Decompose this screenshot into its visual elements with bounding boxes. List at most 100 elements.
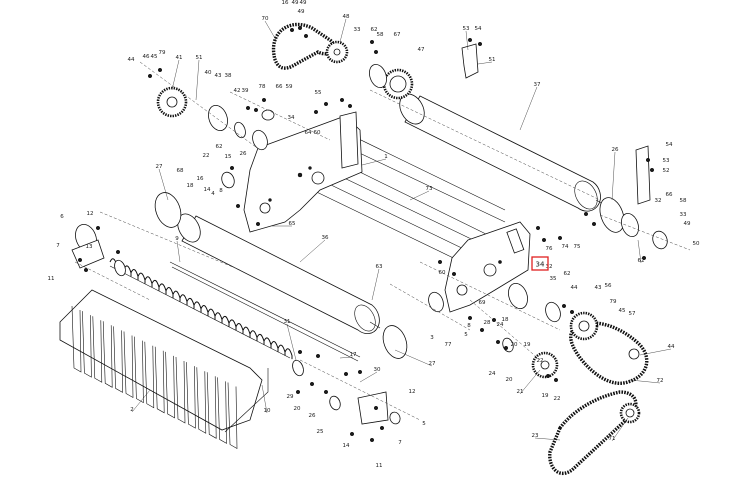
bolt <box>295 389 301 395</box>
assembly-lines <box>74 61 691 421</box>
leader-line <box>359 371 378 383</box>
part-label: 19 <box>542 393 549 399</box>
bolt <box>569 309 575 315</box>
part-label: 66 <box>276 84 283 90</box>
brackets <box>71 43 651 425</box>
part-label: 19 <box>524 342 531 348</box>
bolt <box>157 67 163 73</box>
part-label: 58 <box>377 32 384 38</box>
part-label: 78 <box>259 84 266 90</box>
highlight-callout: 34 <box>531 256 549 271</box>
part-label: 50 <box>693 241 700 247</box>
leader-line <box>629 379 661 384</box>
leader-line <box>639 348 672 356</box>
part-label: 58 <box>680 198 687 204</box>
bottom-chain-23 <box>548 390 638 476</box>
leader-line <box>195 59 200 101</box>
part-label: 49 <box>300 0 307 6</box>
bolts <box>77 25 655 443</box>
part-label: 44 <box>571 285 578 291</box>
part-label: 33 <box>354 27 361 33</box>
scraper-fin <box>92 316 103 383</box>
part-label: 45 <box>151 54 158 60</box>
scraper-fin <box>134 336 144 404</box>
part-label: 24 <box>489 371 496 377</box>
part-label: 24 <box>497 322 504 328</box>
part-label: 54 <box>475 26 482 32</box>
part-label: 21 <box>517 389 524 395</box>
part-label: 62 <box>216 144 223 150</box>
part-label: 22 <box>554 396 561 402</box>
bolt <box>649 167 655 173</box>
leader-line <box>371 268 380 301</box>
bolt <box>349 431 355 437</box>
right-side-plate <box>444 221 531 313</box>
part-label: 40 <box>205 70 212 76</box>
part-label: 18 <box>502 317 509 323</box>
bolt <box>535 225 541 231</box>
part-label: 62 <box>371 27 378 33</box>
bolt <box>553 377 559 383</box>
part-label: 22 <box>537 358 544 364</box>
leader-line <box>611 151 616 201</box>
bolt <box>495 339 501 345</box>
part-label: 49 <box>298 9 305 15</box>
part-label: 55 <box>315 90 322 96</box>
part-label: 5 <box>464 332 468 338</box>
part-label: 41 <box>176 55 183 61</box>
leader-line <box>299 239 326 263</box>
bolt <box>503 345 509 351</box>
part-label: 49 <box>292 0 299 6</box>
part-label: 29 <box>287 394 294 400</box>
part-label: 27 <box>156 164 163 170</box>
leader-line <box>339 18 347 43</box>
part-label: 18 <box>187 183 194 189</box>
scraper-fin <box>227 382 238 450</box>
part-label: 16 <box>282 0 289 6</box>
scraper-fin <box>165 351 175 419</box>
bolt <box>545 373 551 379</box>
bolt <box>309 381 315 387</box>
bolt <box>297 25 303 31</box>
flange-discs <box>75 63 668 425</box>
part-label: 38 <box>225 73 232 79</box>
bolt <box>479 327 485 333</box>
leader-line <box>519 86 538 131</box>
highlight-label: 34 <box>536 261 545 269</box>
part-label: 79 <box>610 299 617 305</box>
leader-line <box>409 190 430 201</box>
part-label: 14 <box>204 187 211 193</box>
part-label: 44 <box>128 57 135 63</box>
bolt <box>83 267 89 273</box>
part-label: 12 <box>409 389 416 395</box>
bolt <box>297 349 303 355</box>
bolt <box>245 105 251 111</box>
scraper-fin <box>186 362 196 429</box>
leader-line <box>286 323 297 361</box>
part-label: 7 <box>398 440 402 446</box>
bolt <box>323 389 329 395</box>
bolt <box>255 221 261 227</box>
spiral-bar-9 <box>109 258 293 360</box>
part-label: 62 <box>564 271 571 277</box>
part-label: 20 <box>511 342 518 348</box>
part-label: 42 <box>234 88 241 94</box>
part-label: 68 <box>177 168 184 174</box>
bolt <box>541 237 547 243</box>
bolt <box>437 259 443 265</box>
part-label: 35 <box>550 276 557 282</box>
bolt <box>339 97 345 103</box>
leader-line <box>339 356 354 359</box>
part-label: 20 <box>294 406 301 412</box>
part-label: 8 <box>219 188 223 194</box>
part-label: 64 <box>305 130 312 136</box>
part-label: 53 <box>463 26 470 32</box>
leader-line <box>519 369 541 395</box>
part-label: 31 <box>284 319 291 325</box>
part-label: 26 <box>612 147 619 153</box>
bolt <box>583 211 589 217</box>
part-label: 1 <box>384 154 388 160</box>
part-label: 51 <box>489 57 496 63</box>
bolt <box>343 371 349 377</box>
